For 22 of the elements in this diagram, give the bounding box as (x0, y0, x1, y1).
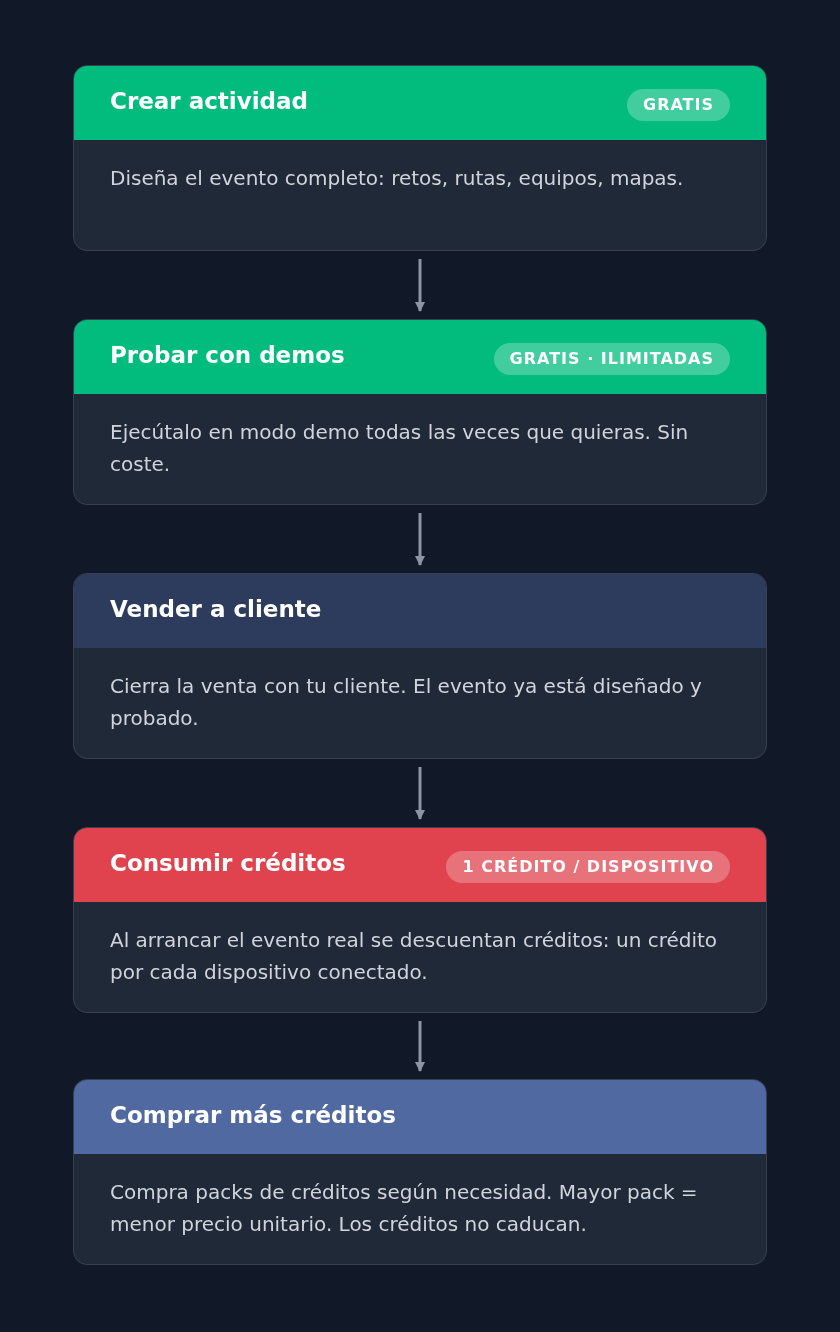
price-tag: GRATIS · ILIMITADAS (493, 343, 730, 375)
step-card (73, 65, 767, 251)
step-card (73, 573, 767, 759)
step-title: Consumir créditos (110, 850, 346, 876)
arrow (415, 767, 425, 820)
price-tag: 1 CRÉDITO / DISPOSITIVO (446, 851, 730, 883)
step-card (73, 827, 767, 1013)
step-title: Vender a cliente (110, 596, 322, 622)
step-description: Cierra la venta con tu cliente. El evento ya está diseñado y probado. (110, 673, 703, 732)
step-description: Compra packs de créditos según necesidad. Mayor pack = menor precio unitario. Los créditos no caducan. (110, 1179, 699, 1238)
arrow (415, 259, 425, 312)
step-description: Al arrancar el evento real se descuentan créditos: un crédito por cada dispositivo conectado. (110, 927, 719, 986)
step-description: Ejecútalo en modo demo todas las veces que quieras. Sin coste. (110, 419, 690, 478)
arrow (415, 513, 425, 566)
step-description: Diseña el evento completo: retos, rutas, equipos, mapas. (110, 165, 685, 192)
step-card (73, 319, 767, 505)
arrow (415, 1021, 425, 1072)
step-title: Probar con demos (110, 342, 345, 368)
step-title: Comprar más créditos (110, 1102, 396, 1128)
step-title: Crear actividad (110, 88, 309, 114)
price-tag: GRATIS (627, 89, 730, 121)
step-card (73, 1079, 767, 1265)
